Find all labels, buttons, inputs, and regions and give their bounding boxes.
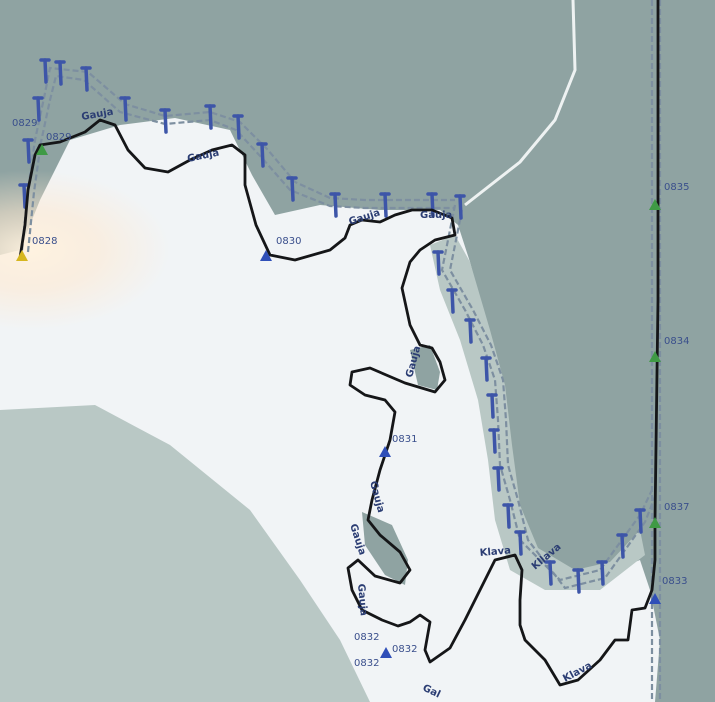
pier-stake [548, 560, 553, 586]
waypoint-label[interactable]: 0837 [664, 502, 689, 513]
screen-glare [0, 170, 170, 330]
waypoint-label[interactable]: 0830 [276, 236, 301, 247]
river-name-label: Klava [479, 545, 511, 559]
pier-stake [620, 533, 625, 559]
waypoint-marker[interactable] [649, 517, 661, 528]
pier-stake [638, 508, 643, 534]
pier-stake [383, 192, 388, 218]
pier-stake [208, 104, 213, 130]
gps-track [18, 0, 660, 687]
pier-stake [26, 138, 31, 164]
waypoint-marker[interactable] [379, 446, 391, 457]
waypoint-label[interactable]: 0833 [662, 576, 687, 587]
land-area [0, 405, 370, 702]
waypoint-label[interactable]: 0829 [46, 132, 71, 143]
river-name-label: Gauja [420, 210, 452, 221]
pier-stake [436, 250, 441, 276]
pier-stake [36, 96, 41, 122]
pier-stake [43, 58, 48, 84]
pier-stake [450, 288, 455, 314]
waypoint-label[interactable]: 0834 [664, 336, 689, 347]
waypoint-label[interactable]: 0835 [664, 182, 689, 193]
island [362, 512, 408, 585]
pier-stake [123, 96, 128, 122]
waypoint-label[interactable]: 0832 [354, 658, 379, 669]
pier-stake [84, 66, 89, 92]
pier-stake [576, 568, 581, 594]
pier-stake [236, 114, 241, 140]
waypoint-marker[interactable] [36, 144, 48, 155]
waypoint-marker[interactable] [649, 593, 661, 604]
waypoint-marker[interactable] [16, 250, 28, 261]
pier-stake [458, 194, 463, 220]
pier-stake [496, 466, 501, 492]
waypoint-marker[interactable] [649, 351, 661, 362]
pier-stake [163, 108, 168, 134]
pier-stakes [18, 58, 646, 594]
shore-band [430, 235, 645, 590]
waypoint-marker[interactable] [649, 199, 661, 210]
pier-stake [260, 142, 265, 168]
pier-stake [600, 560, 605, 586]
pier-stake [290, 176, 295, 202]
waypoint-label[interactable]: 0832 [392, 644, 417, 655]
waypoint-marker[interactable] [260, 250, 272, 261]
pier-stake [492, 428, 497, 454]
waypoint-label[interactable]: 0832 [354, 632, 379, 643]
waypoint-marker[interactable] [380, 647, 392, 658]
pier-rails [20, 0, 662, 700]
pier-stake [484, 356, 489, 382]
pier-stake [430, 192, 435, 218]
river-name-label: Gauja [355, 583, 369, 616]
pier-stake [506, 503, 511, 529]
waypoint-label[interactable]: 0831 [392, 434, 417, 445]
pier-stake [468, 318, 473, 344]
pier-stake [58, 60, 63, 86]
pier-stake [518, 530, 523, 556]
pier-stake [490, 393, 495, 419]
pier-stake [22, 183, 27, 209]
waypoint-label[interactable]: 0828 [32, 236, 57, 247]
island [410, 345, 440, 390]
pier-stake [333, 192, 338, 218]
waypoint-label[interactable]: 0829 [12, 118, 37, 129]
road [464, 0, 577, 207]
waypoints-layer: 0828 0829 0829 0830 0831 0832 0832 0832 0833 0837… [12, 118, 689, 669]
